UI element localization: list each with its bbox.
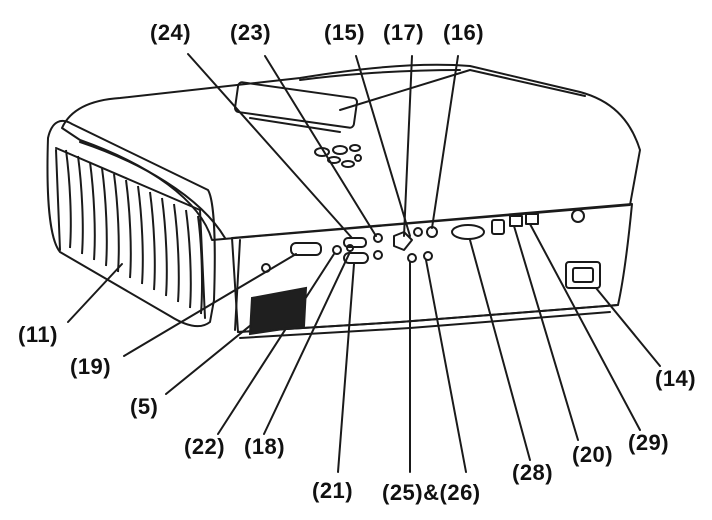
callout-14: (14) bbox=[655, 366, 697, 391]
callout-29: (29) bbox=[628, 430, 670, 455]
callout-18: (18) bbox=[244, 434, 286, 459]
vga-port-19 bbox=[290, 242, 322, 256]
port-28 bbox=[451, 224, 485, 240]
leader-line-21 bbox=[337, 263, 355, 473]
left-side-body bbox=[46, 120, 216, 328]
leader-line-5 bbox=[165, 315, 263, 395]
leader-line-29 bbox=[529, 223, 641, 431]
leader-line-17 bbox=[403, 55, 413, 237]
port-22 bbox=[332, 245, 342, 255]
callout-28: (28) bbox=[512, 460, 554, 485]
control-button bbox=[341, 160, 355, 168]
callout-25-26: (25)&(26) bbox=[382, 480, 481, 505]
shaded-panel-5 bbox=[248, 286, 308, 336]
port-23b bbox=[373, 250, 383, 260]
leader-line-16 bbox=[431, 55, 459, 229]
port-20 bbox=[509, 215, 523, 227]
port-15 bbox=[413, 227, 423, 237]
callout-23: (23) bbox=[230, 20, 272, 45]
leader-line-22 bbox=[217, 253, 335, 435]
control-button bbox=[332, 145, 348, 155]
callout-21: (21) bbox=[312, 478, 354, 503]
rear-screw-right bbox=[571, 209, 585, 223]
leader-line-24 bbox=[187, 53, 353, 239]
leader-line-28 bbox=[469, 239, 531, 461]
port-20b bbox=[525, 213, 539, 225]
callout-20: (20) bbox=[572, 442, 614, 467]
leader-line-23 bbox=[264, 55, 377, 237]
port-17 bbox=[393, 231, 413, 251]
control-button bbox=[349, 144, 361, 152]
port-23 bbox=[373, 233, 383, 243]
lens-window bbox=[234, 81, 358, 129]
callout-19: (19) bbox=[70, 354, 112, 379]
port-25 bbox=[407, 253, 417, 263]
leader-line-18 bbox=[263, 251, 351, 435]
power-socket-14 bbox=[565, 261, 601, 289]
leader-line-19 bbox=[123, 253, 297, 357]
port-26 bbox=[423, 251, 433, 261]
control-button bbox=[354, 154, 362, 162]
callout-5: (5) bbox=[130, 394, 159, 419]
leader-line-15 bbox=[355, 55, 411, 237]
port-21 bbox=[343, 252, 369, 264]
callout-15: (15) bbox=[324, 20, 366, 45]
port-usb bbox=[491, 219, 505, 235]
vent-grille bbox=[65, 149, 203, 315]
callout-24: (24) bbox=[150, 20, 192, 45]
port-24 bbox=[343, 237, 367, 248]
callout-17: (17) bbox=[383, 20, 425, 45]
projector-top-surface bbox=[61, 63, 641, 241]
leader-line-11 bbox=[67, 263, 123, 323]
callout-22: (22) bbox=[184, 434, 226, 459]
leader-line-26 bbox=[425, 259, 467, 473]
callout-16: (16) bbox=[443, 20, 485, 45]
leader-line-20 bbox=[513, 225, 579, 441]
callout-11: (11) bbox=[18, 322, 58, 347]
leader-line-14 bbox=[595, 287, 661, 367]
